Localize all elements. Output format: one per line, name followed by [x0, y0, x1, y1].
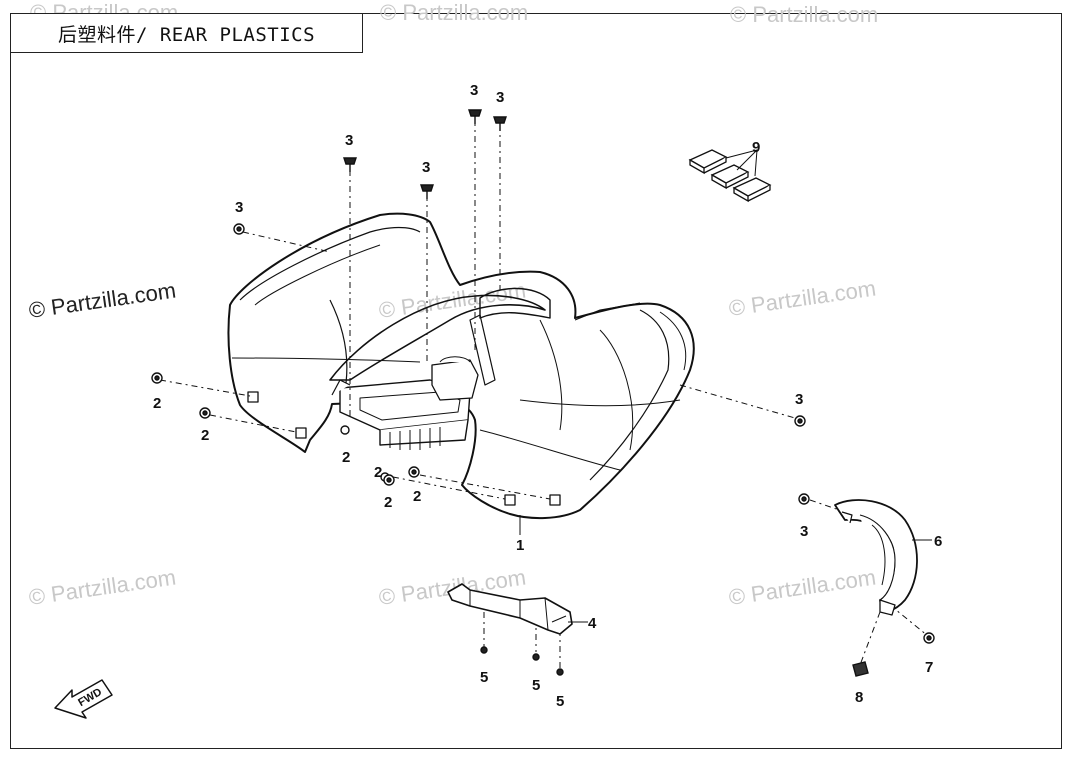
callout-leaders [519, 515, 932, 623]
callout-1: 1 [516, 537, 524, 554]
fastener-2-f [408, 466, 420, 478]
fwd-direction-arrow: FWD [54, 679, 113, 719]
fastener-5-c [556, 668, 564, 676]
watermark-bottom-left: © Partzilla.com [27, 565, 177, 610]
watermark-top-center: © Partzilla.com [380, 0, 528, 25]
fastener-2-c [340, 425, 350, 435]
callout-3d: 3 [422, 159, 430, 176]
callout-2d: 2 [374, 464, 382, 481]
watermark-top-right: © Partzilla.com [730, 2, 878, 27]
title-box: 后塑料件/ REAR PLASTICS [10, 13, 363, 53]
callout-3a: 3 [470, 82, 478, 99]
drawing-frame [10, 13, 1062, 749]
callout-8: 8 [855, 689, 863, 706]
watermark-bottom-right: © Partzilla.com [727, 565, 877, 610]
fastener-3-left [233, 223, 245, 235]
leader-lines [159, 120, 929, 668]
callout-2b: 2 [201, 427, 209, 444]
fastener-5-b [532, 653, 540, 661]
callout-7: 7 [925, 659, 933, 676]
callout-3e: 3 [235, 199, 243, 216]
part-4-bracket [447, 583, 573, 635]
watermark-mid-right: © Partzilla.com [727, 276, 877, 321]
fastener-3-top-a [468, 109, 482, 124]
fastener-3-right [794, 415, 806, 427]
callout-5b: 5 [532, 677, 540, 694]
fastener-3-top-b [493, 116, 507, 131]
watermarks: © Partzilla.com © Partzilla.com © Partzi… [27, 0, 878, 610]
fasteners [151, 109, 935, 677]
callout-2a: 2 [153, 395, 161, 412]
callout-2f: 2 [413, 488, 421, 505]
fastener-3-center-top [420, 184, 434, 199]
callout-6: 6 [934, 533, 942, 550]
fastener-2-a [151, 372, 163, 384]
callout-5c: 5 [556, 693, 564, 710]
fastener-3-guard [798, 493, 810, 505]
fastener-8 [852, 661, 869, 677]
fastener-5-a [480, 646, 488, 654]
part-9-decals [688, 149, 772, 203]
callout-2e: 2 [384, 494, 392, 511]
part-1-rear-fender [227, 212, 695, 520]
callout-4: 4 [588, 615, 597, 632]
callout-5a: 5 [480, 669, 488, 686]
callout-3f: 3 [795, 391, 803, 408]
callout-2c: 2 [342, 449, 350, 466]
page-title: 后塑料件/ REAR PLASTICS [57, 23, 316, 46]
part-6-mud-guard [834, 499, 918, 616]
callout-9: 9 [752, 139, 760, 156]
fastener-2-e [383, 474, 395, 486]
watermark-mid-left: © Partzilla.com [27, 278, 177, 323]
callout-numbers: 1 2 2 2 2 2 2 3 3 3 3 3 3 3 4 5 5 5 6 7 … [153, 82, 942, 710]
part-1-storage-tray [331, 356, 479, 450]
callout-3b: 3 [496, 89, 504, 106]
fastener-7 [923, 632, 935, 644]
fastener-2-b [199, 407, 211, 419]
callout-3g: 3 [800, 523, 808, 540]
fastener-3-left-top [343, 157, 357, 172]
callout-3c: 3 [345, 132, 353, 149]
